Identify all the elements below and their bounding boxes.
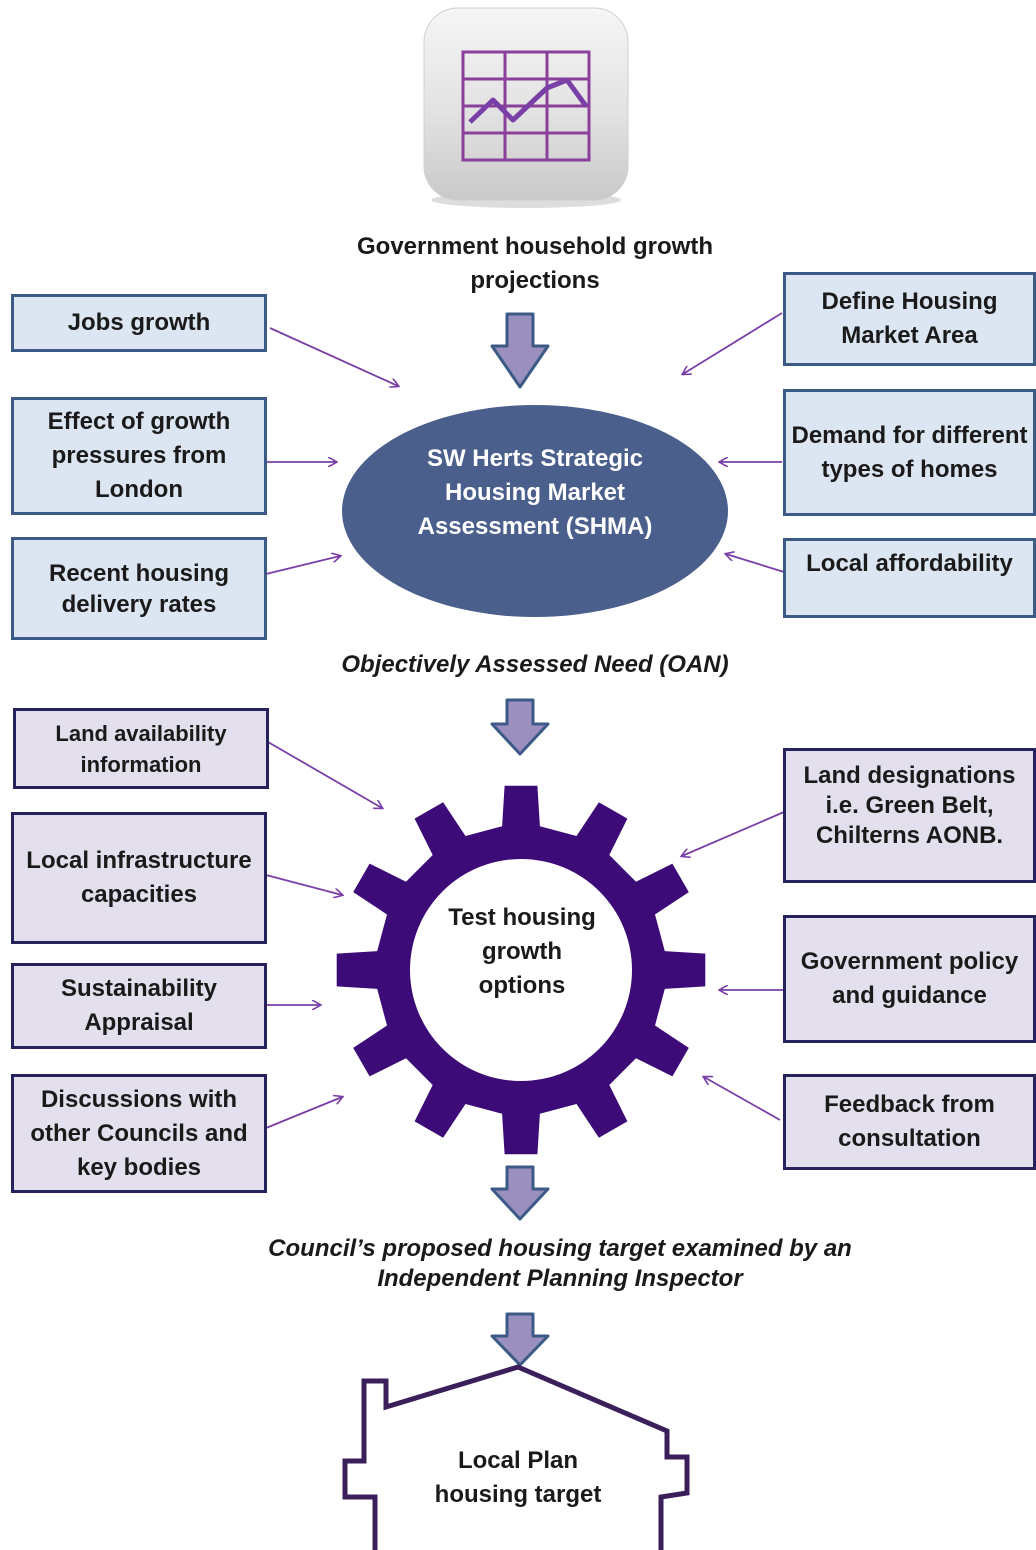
line-chart-icon — [423, 7, 629, 208]
test-options-title: Test housing growth options — [448, 904, 596, 999]
market-area-box: Define Housing Market Area — [783, 272, 1036, 366]
oan-label: Objectively Assessed Need (OAN) — [341, 651, 729, 678]
affordability-box: Local affordability — [783, 538, 1036, 618]
feedback-box: Feedback from consultation — [783, 1074, 1036, 1170]
discussions-box: Discussions with other Councils and key … — [11, 1074, 267, 1193]
local-plan-target-label: Local Plan housing target — [434, 1447, 602, 1508]
demand-types-box: Demand for different types of homes — [783, 389, 1036, 516]
infrastructure-box: Local infrastructure capacities — [11, 812, 267, 944]
shma-ellipse — [342, 405, 728, 617]
shma-title: SW Herts Strategic Housing Market Assess… — [417, 445, 653, 540]
delivery-rates-box: Recent housing delivery rates — [11, 537, 267, 640]
gear-shape — [336, 785, 706, 1155]
examination-label: Council’s proposed housing target examin… — [268, 1235, 852, 1292]
projections-label: Government household growth projections — [356, 233, 713, 294]
connector-arrow — [726, 554, 785, 573]
government-policy-box: Government policy and guidance — [783, 915, 1036, 1043]
sustainability-box: Sustainability Appraisal — [11, 963, 267, 1049]
down-arrow-3 — [490, 1165, 550, 1221]
connector-arrow — [269, 327, 398, 386]
land-availability-box: Land availability information — [13, 708, 269, 789]
connector-arrow — [265, 1097, 342, 1129]
house-outline-icon — [342, 1364, 690, 1550]
london-pressures-box: Effect of growth pressures from London — [11, 397, 267, 515]
land-designations-box: Land designations i.e. Green Belt, Chilt… — [783, 748, 1036, 883]
down-arrow-1 — [490, 312, 550, 389]
connector-arrow — [682, 811, 785, 856]
connector-arrow — [267, 741, 382, 808]
gear-icon — [336, 785, 706, 1155]
connector-arrow — [704, 1077, 781, 1121]
connector-arrow — [265, 556, 340, 575]
down-arrow-2 — [490, 698, 550, 756]
connector-arrow — [683, 312, 783, 374]
down-arrow-4 — [490, 1312, 550, 1367]
connector-arrow — [265, 874, 342, 895]
jobs-growth-box: Jobs growth — [11, 294, 267, 352]
